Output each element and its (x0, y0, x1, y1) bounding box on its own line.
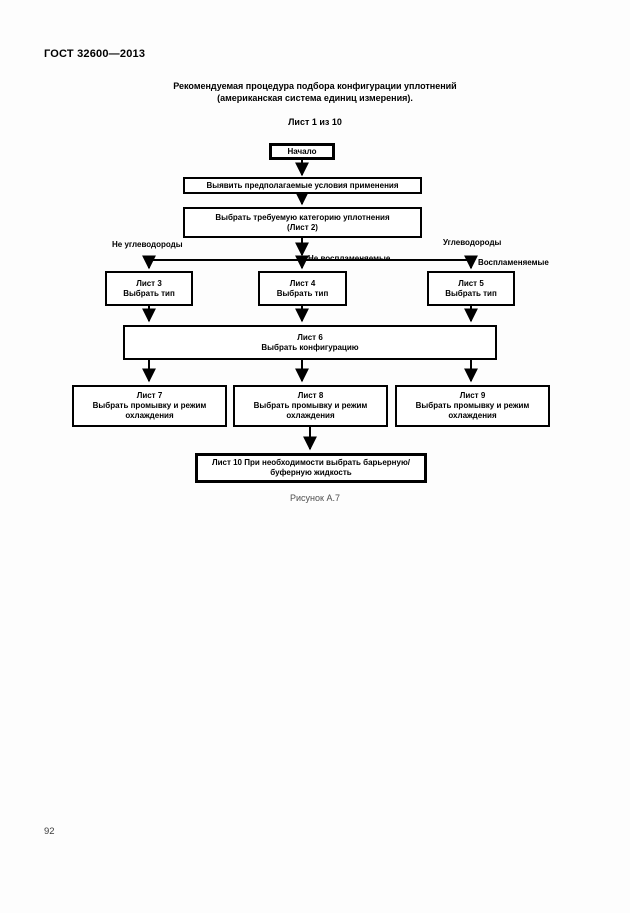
flowchart-node-sheet6: Лист 6 Выбрать конфигурацию (123, 325, 497, 360)
flowchart-node-sheet5: Лист 5 Выбрать тип (427, 271, 515, 306)
node-sheet7-line2: Выбрать промывку и режим охлаждения (92, 401, 207, 420)
node-start-label: Начало (287, 146, 317, 156)
flowchart-node-start: Начало (269, 143, 335, 160)
flowchart-node-sheet9: Лист 9 Выбрать промывку и режим охлажден… (395, 385, 550, 427)
node-sheet5-line1: Лист 5 (458, 278, 484, 288)
branch-label-non-hydrocarbons: Не углеводороды (112, 240, 183, 249)
figure-caption: Рисунок А.7 (290, 493, 340, 503)
page-number: 92 (44, 826, 55, 837)
flowchart-node-sheet3: Лист 3 Выбрать тип (105, 271, 193, 306)
node-sheet5-line2: Выбрать тип (445, 288, 497, 298)
node-category-line2: (Лист 2) (287, 222, 318, 232)
node-sheet4-line1: Лист 4 (289, 278, 316, 288)
node-sheet6-line1: Лист 6 (297, 332, 323, 342)
flowchart-node-sheet8: Лист 8 Выбрать промывку и режим охлажден… (233, 385, 388, 427)
node-sheet3-line2: Выбрать тип (123, 288, 175, 298)
standard-code: ГОСТ 32600—2013 (44, 48, 146, 60)
flowchart-node-sheet4: Лист 4 Выбрать тип (258, 271, 347, 306)
sheet-indicator: Лист 1 из 10 (288, 117, 342, 127)
branch-label-non-flammable: Не воспламеняемые (308, 254, 391, 263)
flowchart-node-sheet7: Лист 7 Выбрать промывку и режим охлажден… (72, 385, 227, 427)
figure-title: Рекомендуемая процедура подбора конфигур… (0, 80, 630, 104)
node-sheet3-line1: Лист 3 (136, 278, 162, 288)
flowchart-node-conditions: Выявить предполагаемые условия применени… (183, 177, 422, 194)
node-sheet10-label: Лист 10 При необходимости выбрать барьер… (211, 458, 410, 477)
flowchart-node-category: Выбрать требуемую категорию уплотнения (… (183, 207, 422, 238)
node-sheet8-line1: Лист 8 (297, 391, 324, 400)
figure-title-line2: (американская система единиц измерения). (217, 93, 413, 103)
node-sheet8-line2: Выбрать промывку и режим охлаждения (253, 401, 368, 420)
node-sheet6-line2: Выбрать конфигурацию (261, 342, 359, 352)
node-sheet9-line1: Лист 9 (459, 391, 486, 400)
figure-title-line1: Рекомендуемая процедура подбора конфигур… (173, 81, 457, 91)
branch-label-hydrocarbons: Углеводороды (443, 238, 502, 247)
node-sheet4-line2: Выбрать тип (276, 288, 329, 298)
node-sheet9-line2: Выбрать промывку и режим охлаждения (415, 401, 530, 420)
flowchart-node-sheet10: Лист 10 При необходимости выбрать барьер… (195, 453, 427, 483)
node-category-line1: Выбрать требуемую категорию уплотнения (215, 212, 390, 222)
node-sheet7-line1: Лист 7 (136, 391, 163, 400)
node-conditions-label: Выявить предполагаемые условия применени… (206, 180, 399, 190)
branch-label-flammable: Воспламеняемые (478, 258, 549, 267)
